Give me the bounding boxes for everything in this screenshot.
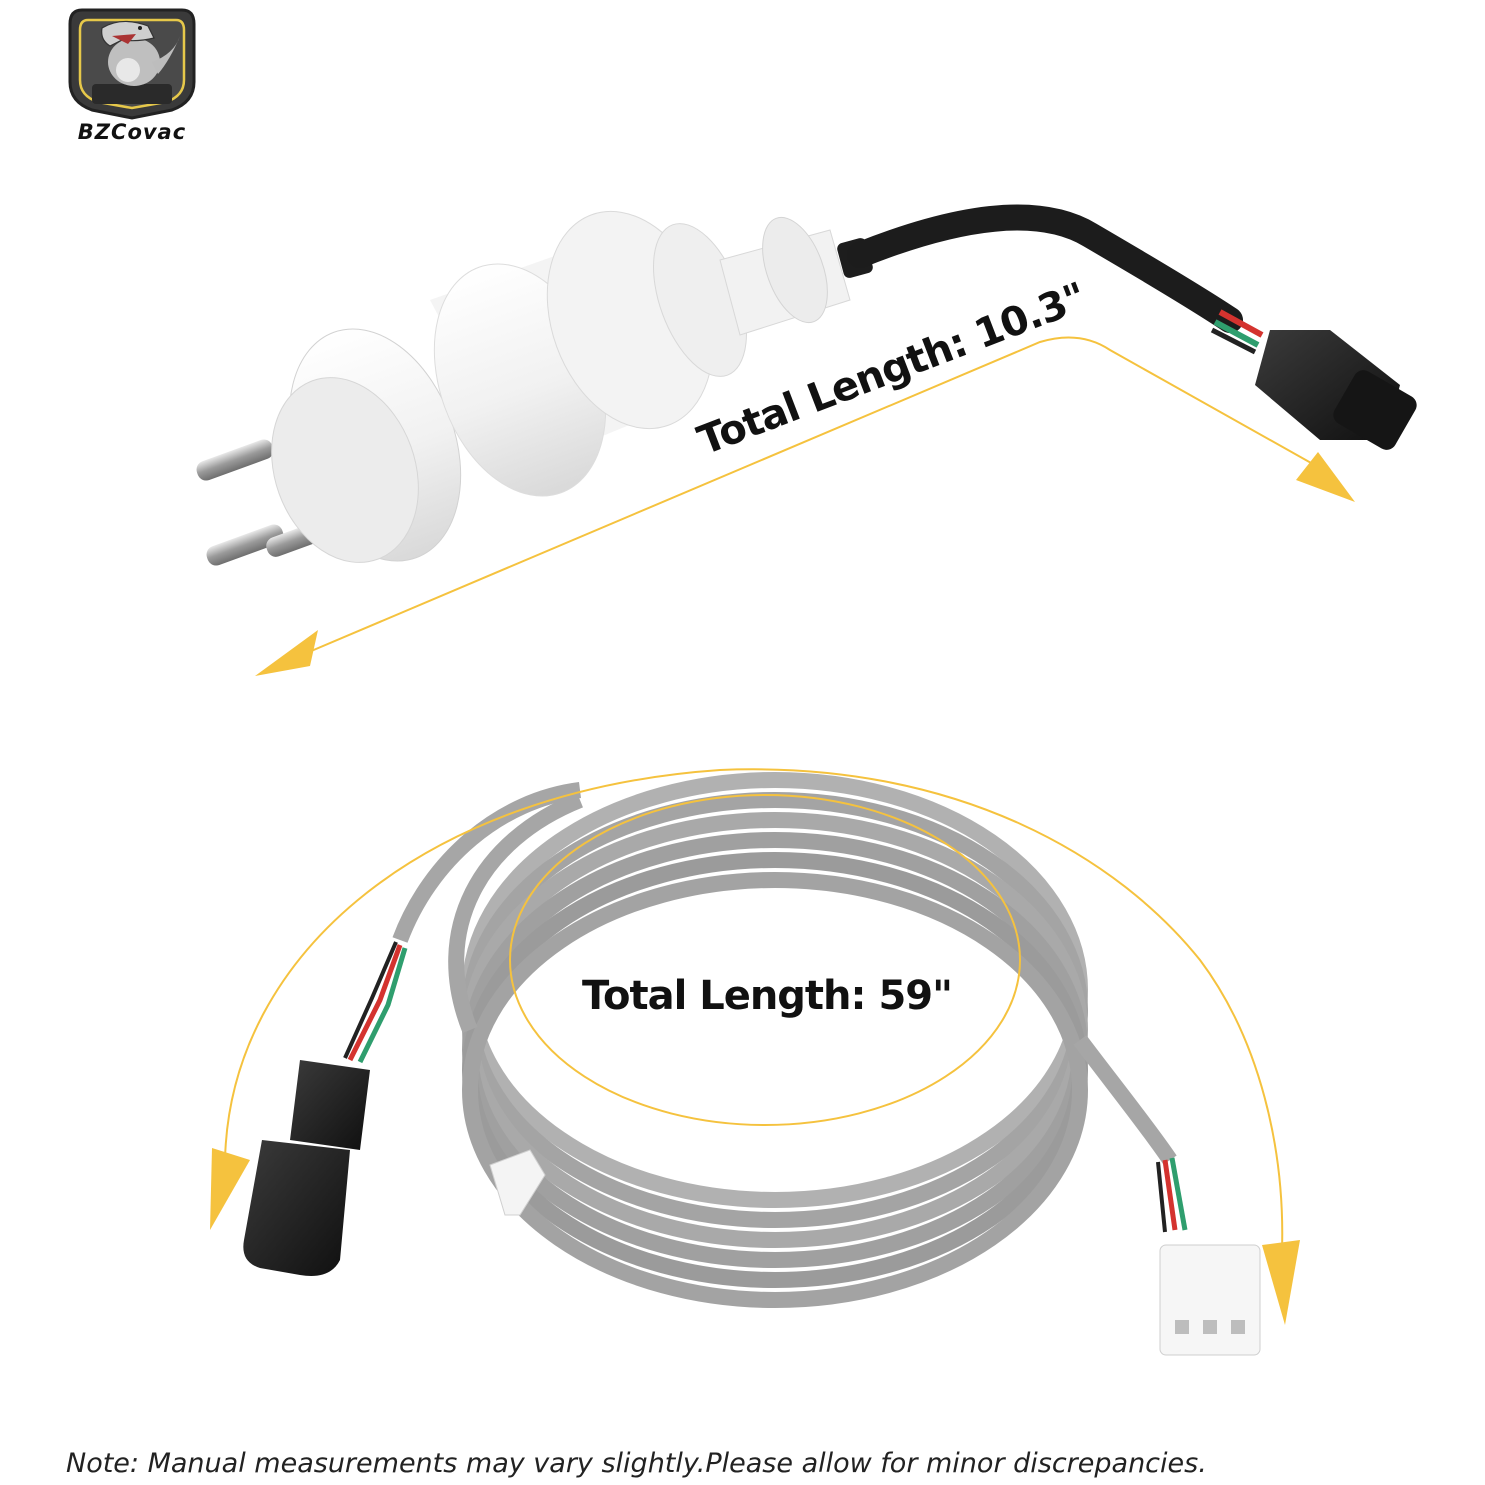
- dimension-arrow-bottom: [210, 768, 1300, 1325]
- extension-cable-coil: [392, 772, 1177, 1308]
- dimension-arrow-top: [255, 336, 1355, 676]
- white-molex-connector: [1159, 1244, 1261, 1356]
- dimension-label-bottom: Total Length: 59": [582, 973, 953, 1019]
- brand-name: BZCovac: [77, 120, 187, 144]
- mounting-clip: [489, 1149, 546, 1216]
- short-cable: [847, 204, 1243, 333]
- float-sensor: [196, 210, 873, 566]
- dinosaur-badge-icon: [68, 8, 196, 120]
- measurement-note: Note: Manual measurements may vary sligh…: [66, 1448, 1207, 1479]
- sensor-connector: [1255, 330, 1417, 450]
- male-connector: [243, 1060, 370, 1276]
- brand-logo: BZCovac: [62, 2, 202, 150]
